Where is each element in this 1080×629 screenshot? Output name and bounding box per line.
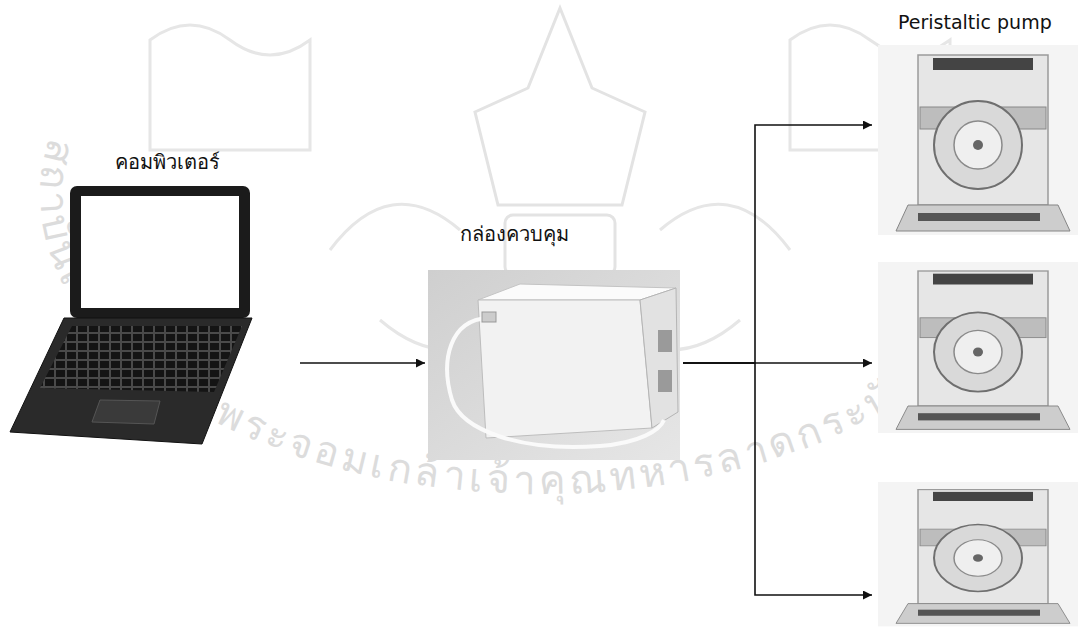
arrow-connector <box>300 362 425 364</box>
laptop-bezel <box>70 186 250 318</box>
control-box-illustration <box>428 270 680 460</box>
box-connector <box>658 370 672 392</box>
laptop-illustration <box>10 186 252 444</box>
pump-node <box>872 40 1078 236</box>
peristaltic-pump <box>878 45 1078 235</box>
pump-group: Peristaltic pump <box>870 0 1080 629</box>
box-front <box>478 300 652 438</box>
photo-background <box>428 270 680 460</box>
seal-crown <box>475 8 645 205</box>
arrow-connector <box>683 362 872 364</box>
arrow-connector <box>683 363 872 595</box>
arrow-connector <box>683 125 872 363</box>
node-label: กล่องควบคุม <box>460 222 569 246</box>
node-label: คอมพิวเตอร์ <box>115 150 220 174</box>
laptop-keyboard <box>40 326 242 392</box>
peristaltic-pump <box>878 482 1078 626</box>
laptop-touchpad <box>92 400 160 424</box>
box-side <box>640 288 678 428</box>
pump-node <box>872 482 1078 627</box>
pump-illustrations <box>878 45 1078 626</box>
seal-ornament <box>150 25 310 150</box>
control-box-node: กล่องควบคุม <box>425 222 683 462</box>
laptop-base <box>10 318 252 444</box>
laptop-screen <box>81 196 239 308</box>
usb-plug <box>482 312 496 322</box>
peristaltic-pump <box>878 262 1078 433</box>
node-label: Peristaltic pump <box>898 10 1052 34</box>
box-connector <box>658 330 672 352</box>
pump-node <box>872 262 1078 442</box>
computer-node: คอมพิวเตอร์ <box>10 148 300 448</box>
usb-cable <box>447 318 664 447</box>
